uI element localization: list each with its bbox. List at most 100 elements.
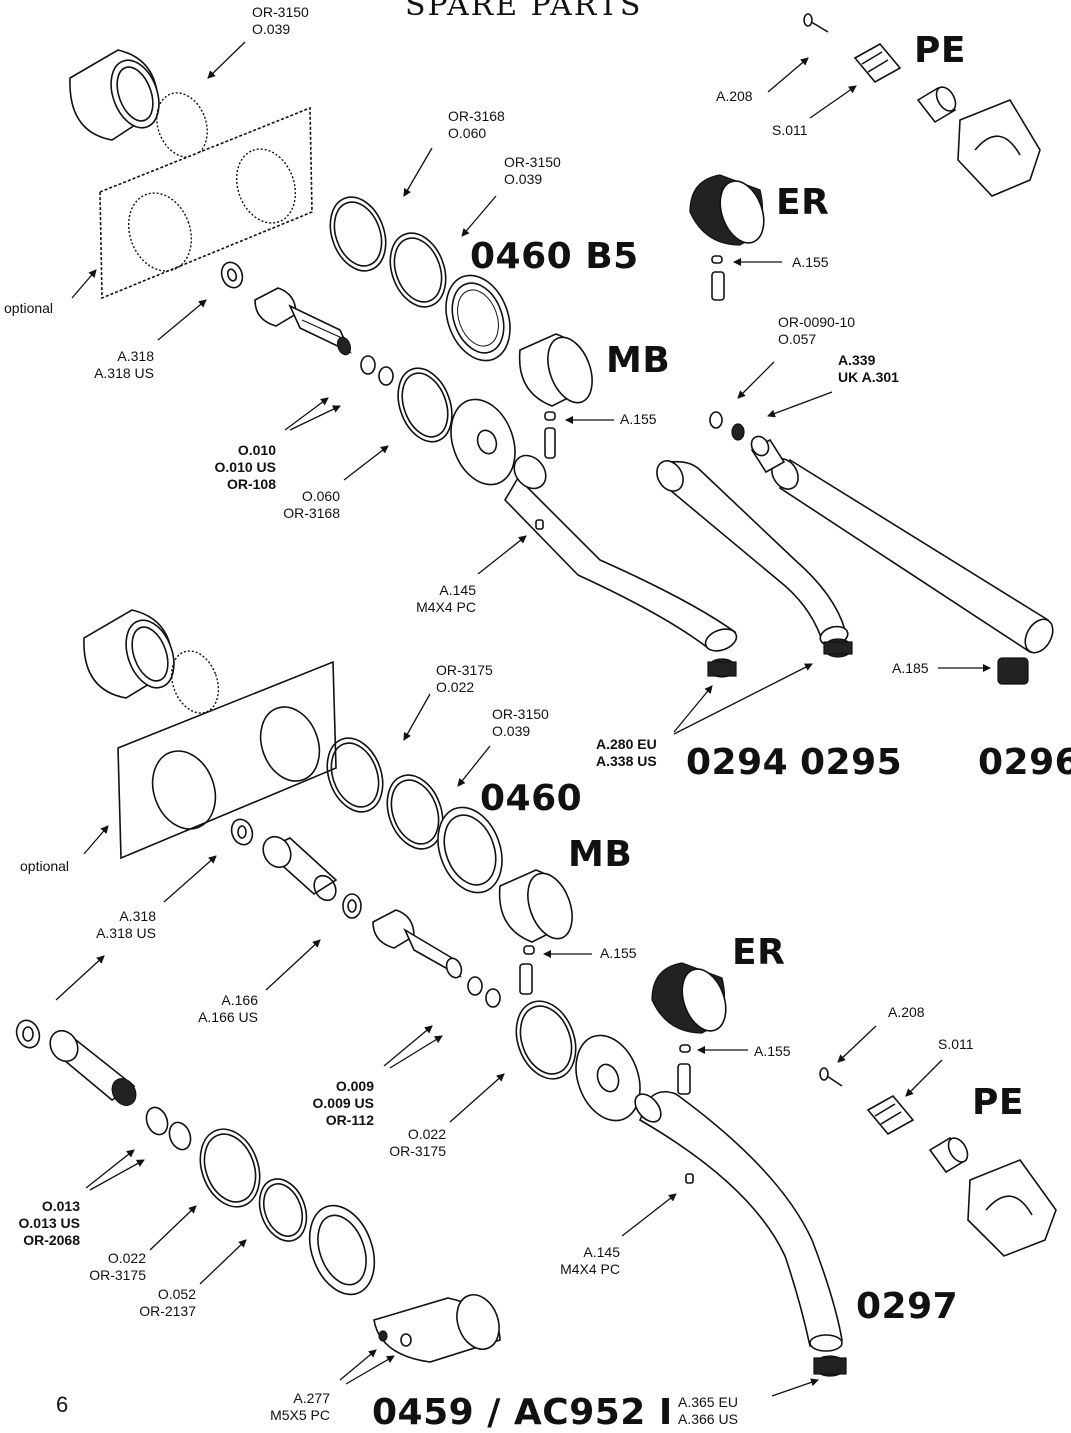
- spout-0295: [656, 460, 849, 647]
- model-0297: 0297: [856, 1286, 959, 1327]
- label-or3150-mid: OR-3150 O.039: [504, 154, 561, 187]
- spout-0297: [634, 1090, 843, 1352]
- dashed-oring-bottom: [170, 650, 220, 714]
- label-o013: O.013 O.013 US OR-2068: [18, 1198, 80, 1248]
- label-a365: A.365 EU A.366 US: [678, 1394, 738, 1427]
- cover-plate-bottom: [117, 660, 337, 860]
- oring-o013-b: [168, 1121, 192, 1151]
- rosette-top: [450, 398, 516, 486]
- oring-o052: [258, 1178, 308, 1242]
- model-0296: 0296: [978, 742, 1071, 783]
- label-a280: A.280 EU A.338 US: [596, 736, 657, 769]
- clip-a339: [731, 423, 745, 441]
- model-0460: 0460: [480, 778, 583, 819]
- label-a166: A.166 A.166 US: [198, 992, 258, 1025]
- er-knob-top: [689, 174, 765, 301]
- model-pe-bottom: PE: [972, 1082, 1024, 1123]
- label-a318-bottom: A.318 A.318 US: [96, 908, 156, 941]
- washer-mid: [342, 893, 362, 919]
- mb-knob-bottom: [498, 869, 573, 943]
- aerator-0294: [707, 658, 737, 678]
- cartridge-top: [254, 287, 352, 356]
- screw-a208-bottom: [819, 1067, 843, 1087]
- label-a318-top: A.318 A.318 US: [94, 348, 154, 381]
- screw-a155-mb-bottom: [519, 945, 535, 995]
- flange-bottom: [437, 806, 503, 894]
- label-o022-mid: O.022 OR-3175: [389, 1126, 446, 1159]
- model-pe-top: PE: [914, 30, 966, 71]
- cover-plate-top: [99, 106, 313, 300]
- label-or3175-top: OR-3175 O.022: [436, 662, 493, 695]
- label-a145-top: A.145 M4X4 PC: [416, 582, 476, 615]
- adapter-pe-top: [916, 86, 957, 124]
- aerator-0295: [823, 638, 853, 658]
- screws-a277: [378, 1330, 412, 1347]
- grub-screw-a145-bottom: [685, 1173, 694, 1184]
- pe-lever-bottom: [967, 1159, 1057, 1257]
- aerator-a185: [997, 657, 1029, 685]
- label-a145-bottom: A.145 M4X4 PC: [560, 1244, 620, 1277]
- pe-lever-top: [957, 99, 1041, 197]
- label-or3150-bottom: OR-3150 O.039: [492, 706, 549, 739]
- label-a339: A.339 UK A.301: [838, 352, 899, 385]
- label-or0090: OR-0090-10 O.057: [778, 314, 856, 347]
- oring-3175-top: [326, 737, 384, 813]
- page-number: 6: [56, 1392, 69, 1417]
- label-s011-top: S.011: [772, 122, 808, 138]
- oring-o010-a: [360, 355, 376, 375]
- page-title: SPARE PARTS: [405, 0, 643, 23]
- oring-o022-left: [199, 1128, 261, 1208]
- oring-o009-a: [467, 976, 483, 996]
- body-a166: [262, 835, 338, 902]
- mb-knob-top: [518, 333, 593, 407]
- sleeve-a339: [750, 435, 786, 474]
- label-o009: O.009 O.009 US OR-112: [312, 1078, 374, 1128]
- sleeve-part-bottom: [83, 609, 175, 699]
- flange-top: [445, 274, 511, 362]
- oring-o057: [709, 411, 723, 429]
- model-0460-b5: 0460 B5: [470, 236, 639, 277]
- adapter-pe-bottom: [928, 1136, 969, 1174]
- washer-a318-top: [220, 261, 244, 289]
- label-or3168-top: OR-3168 O.060: [448, 108, 505, 141]
- insert-s011-bottom: [866, 1094, 915, 1136]
- washer-left: [15, 1019, 41, 1049]
- grub-screw-a145-top: [535, 519, 544, 530]
- model-er-bottom: ER: [732, 932, 786, 973]
- oring-o013-a: [145, 1106, 169, 1136]
- label-a155-er-top: A.155: [792, 254, 829, 270]
- oring-o010-b: [378, 366, 394, 386]
- label-a155-mb-top: A.155: [620, 411, 657, 427]
- label-s011-bottom: S.011: [938, 1036, 974, 1052]
- label-a155-mb-bottom: A.155: [600, 945, 637, 961]
- oring-3150-top: [389, 232, 447, 308]
- oring-o009-b: [485, 988, 501, 1008]
- model-0294: 0294: [686, 742, 789, 783]
- shower-holder: [373, 1294, 501, 1363]
- label-a208-top: A.208: [716, 88, 753, 104]
- washer-a318-bottom: [230, 818, 254, 846]
- body-0459: [49, 1029, 137, 1106]
- screw-a208-top: [803, 13, 829, 33]
- spout-0294: [504, 454, 738, 652]
- insert-s011-top: [853, 42, 902, 84]
- model-0295: 0295: [800, 742, 903, 783]
- label-a155-er-bottom: A.155: [754, 1043, 791, 1059]
- oring-o022-mid: [515, 1000, 577, 1080]
- screw-a155-mb-top: [544, 411, 556, 459]
- oring-3168-top: [329, 196, 387, 272]
- oring-o060: [397, 367, 453, 443]
- label-a185: A.185: [892, 660, 929, 676]
- label-o052: O.052 OR-2137: [139, 1286, 196, 1319]
- spout-0296: [771, 458, 1054, 654]
- aerator-0297: [813, 1355, 847, 1377]
- label-or3150-top: OR-3150 O.039: [252, 4, 309, 37]
- label-optional-bottom: optional: [20, 858, 70, 874]
- er-knob-bottom: [651, 962, 727, 1095]
- cartridge-bottom: [372, 909, 463, 979]
- rosette-bottom: [575, 1034, 641, 1122]
- label-a208-bottom: A.208: [888, 1004, 925, 1020]
- flange-0459: [308, 1204, 376, 1296]
- label-a277: A.277 M5X5 PC: [270, 1390, 330, 1423]
